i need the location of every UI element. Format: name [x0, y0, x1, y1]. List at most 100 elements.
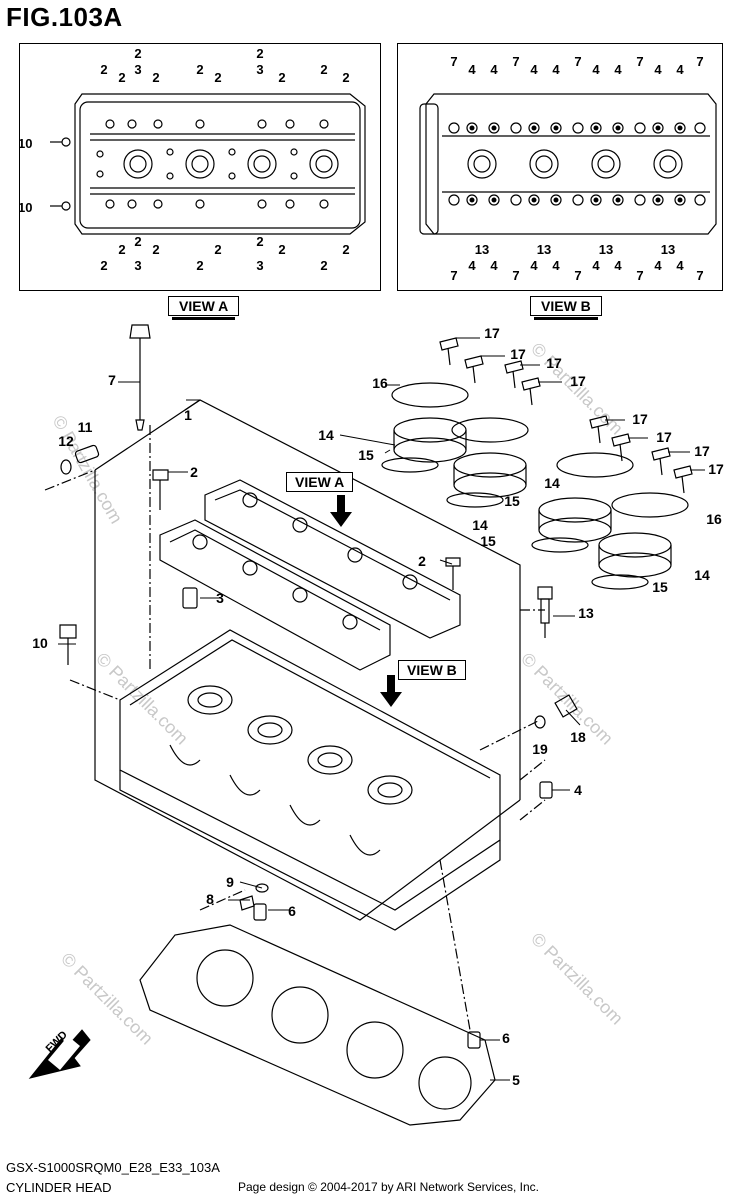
view-a-callout: 2 — [134, 46, 141, 61]
view-b-callout: 4 — [552, 258, 560, 273]
view-b-callout: 4 — [614, 62, 622, 77]
part-callout: 15 — [358, 447, 374, 463]
view-a-callout: 10 — [20, 200, 32, 215]
part-callout: 3 — [216, 590, 224, 606]
part-callout: 17 — [484, 325, 500, 341]
view-b-callout: 7 — [450, 54, 457, 69]
part-callout: 12 — [58, 433, 74, 449]
view-a-callout: 2 — [278, 70, 285, 85]
fwd-arrow-icon — [28, 1029, 91, 1079]
part-callout: 2 — [418, 553, 426, 569]
view-a-callout: 2 — [320, 258, 327, 273]
part-callout: 17 — [694, 443, 710, 459]
part-code: GSX-S1000SRQM0_E28_E33_103A — [6, 1160, 220, 1175]
part-callout: 14 — [544, 475, 560, 491]
copyright: Page design © 2004-2017 by ARI Network S… — [238, 1180, 540, 1194]
view-a-callout: 3 — [134, 62, 141, 77]
part-callout: 10 — [32, 635, 48, 651]
watermark: © Partzilla.com — [57, 949, 157, 1049]
part-callout: 17 — [632, 411, 648, 427]
view-b-callout: 4 — [654, 62, 662, 77]
part-callout: 8 — [206, 891, 214, 907]
part-callout: 13 — [578, 605, 594, 621]
view-a-callout: 3 — [256, 258, 263, 273]
view-b-callout: 13 — [599, 242, 613, 257]
part-callout: 17 — [570, 373, 586, 389]
view-a-callout: 3 — [256, 62, 263, 77]
figure-caption: CYLINDER HEAD — [6, 1180, 112, 1195]
part-callout: 6 — [288, 903, 296, 919]
view-a-callout: 3 — [134, 258, 141, 273]
view-b-callout: 7 — [696, 54, 703, 69]
watermarks: © Partzilla.com © Partzilla.com © Partzi… — [49, 339, 628, 1049]
view-a-callout: 10 — [20, 136, 32, 151]
part-callout: 1 — [184, 407, 192, 423]
view-b-callout: 7 — [450, 268, 457, 283]
part-callout: 17 — [708, 461, 724, 477]
part-callout: 6 — [502, 1030, 510, 1046]
watermark: © Partzilla.com — [517, 649, 617, 749]
view-a-callout: 2 — [342, 242, 349, 257]
part-callout: 15 — [504, 493, 520, 509]
view-b-callout: 7 — [636, 54, 643, 69]
view-b-callout: 4 — [552, 62, 560, 77]
view-a-callout: 2 — [214, 70, 221, 85]
part-callout: 9 — [226, 874, 234, 890]
view-b-drawing: 7 4 4 7 4 4 7 4 4 7 4 4 7 13 13 13 13 7 … — [419, 54, 717, 283]
view-a-callout: 2 — [152, 70, 159, 85]
view-a-drawing: 2 2 2 2 2 2 2 2 2 2 3 3 10 10 2 2 2 2 2 … — [20, 46, 366, 273]
view-a-callout: 2 — [196, 258, 203, 273]
view-a-callout: 2 — [196, 62, 203, 77]
view-a-callout: 2 — [100, 258, 107, 273]
view-b-callout: 4 — [654, 258, 662, 273]
figure-title: FIG.103A — [6, 2, 123, 32]
view-a-callout: 2 — [152, 242, 159, 257]
view-b-callout: 4 — [468, 258, 476, 273]
view-a-pointer-label: VIEW A — [286, 472, 354, 492]
view-a-callout: 2 — [278, 242, 285, 257]
watermark: © Partzilla.com — [527, 929, 627, 1029]
view-b-callout: 4 — [676, 258, 684, 273]
view-b-callout: 7 — [636, 268, 643, 283]
view-a-callout: 2 — [214, 242, 221, 257]
view-b-callout: 4 — [530, 62, 538, 77]
view-b-callout: 4 — [676, 62, 684, 77]
part-callout: 14 — [694, 567, 710, 583]
view-b-callout: 4 — [530, 258, 538, 273]
view-a-callout: 2 — [100, 62, 107, 77]
view-b-callout: 4 — [614, 258, 622, 273]
part-callout: 7 — [108, 372, 116, 388]
view-b-callout: 7 — [512, 268, 519, 283]
view-b-callout: 4 — [592, 62, 600, 77]
part-callout: 15 — [480, 533, 496, 549]
view-a-callout: 2 — [342, 70, 349, 85]
view-b-callout: 13 — [537, 242, 551, 257]
view-a-callout: 2 — [256, 234, 263, 249]
part-callout: 16 — [372, 375, 388, 391]
part-callout: 16 — [706, 511, 722, 527]
view-b-callout: 4 — [490, 258, 498, 273]
view-b-pointer-label: VIEW B — [398, 660, 466, 680]
view-a-callout: 2 — [320, 62, 327, 77]
part-callout: 4 — [574, 782, 582, 798]
view-b-callout: 4 — [468, 62, 476, 77]
view-b-callout: 13 — [475, 242, 489, 257]
view-b-callout: 7 — [696, 268, 703, 283]
part-callout: 19 — [532, 741, 548, 757]
view-b-panel: 7 4 4 7 4 4 7 4 4 7 4 4 7 13 13 13 13 7 … — [397, 43, 723, 291]
view-b-callout: 7 — [574, 268, 581, 283]
part-callout: 18 — [570, 729, 586, 745]
view-a-callout: 2 — [118, 242, 125, 257]
part-callout: 17 — [656, 429, 672, 445]
view-b-callout: 7 — [512, 54, 519, 69]
part-callout: 14 — [318, 427, 334, 443]
view-a-callout: 2 — [134, 234, 141, 249]
part-callout: 11 — [78, 419, 93, 435]
view-b-callout: 7 — [574, 54, 581, 69]
view-b-label: VIEW B — [530, 296, 602, 320]
part-callout: 14 — [472, 517, 488, 533]
view-a-label: VIEW A — [168, 296, 240, 320]
part-callout: 15 — [652, 579, 668, 595]
part-callout: 5 — [512, 1072, 520, 1088]
view-b-callout: 13 — [661, 242, 675, 257]
